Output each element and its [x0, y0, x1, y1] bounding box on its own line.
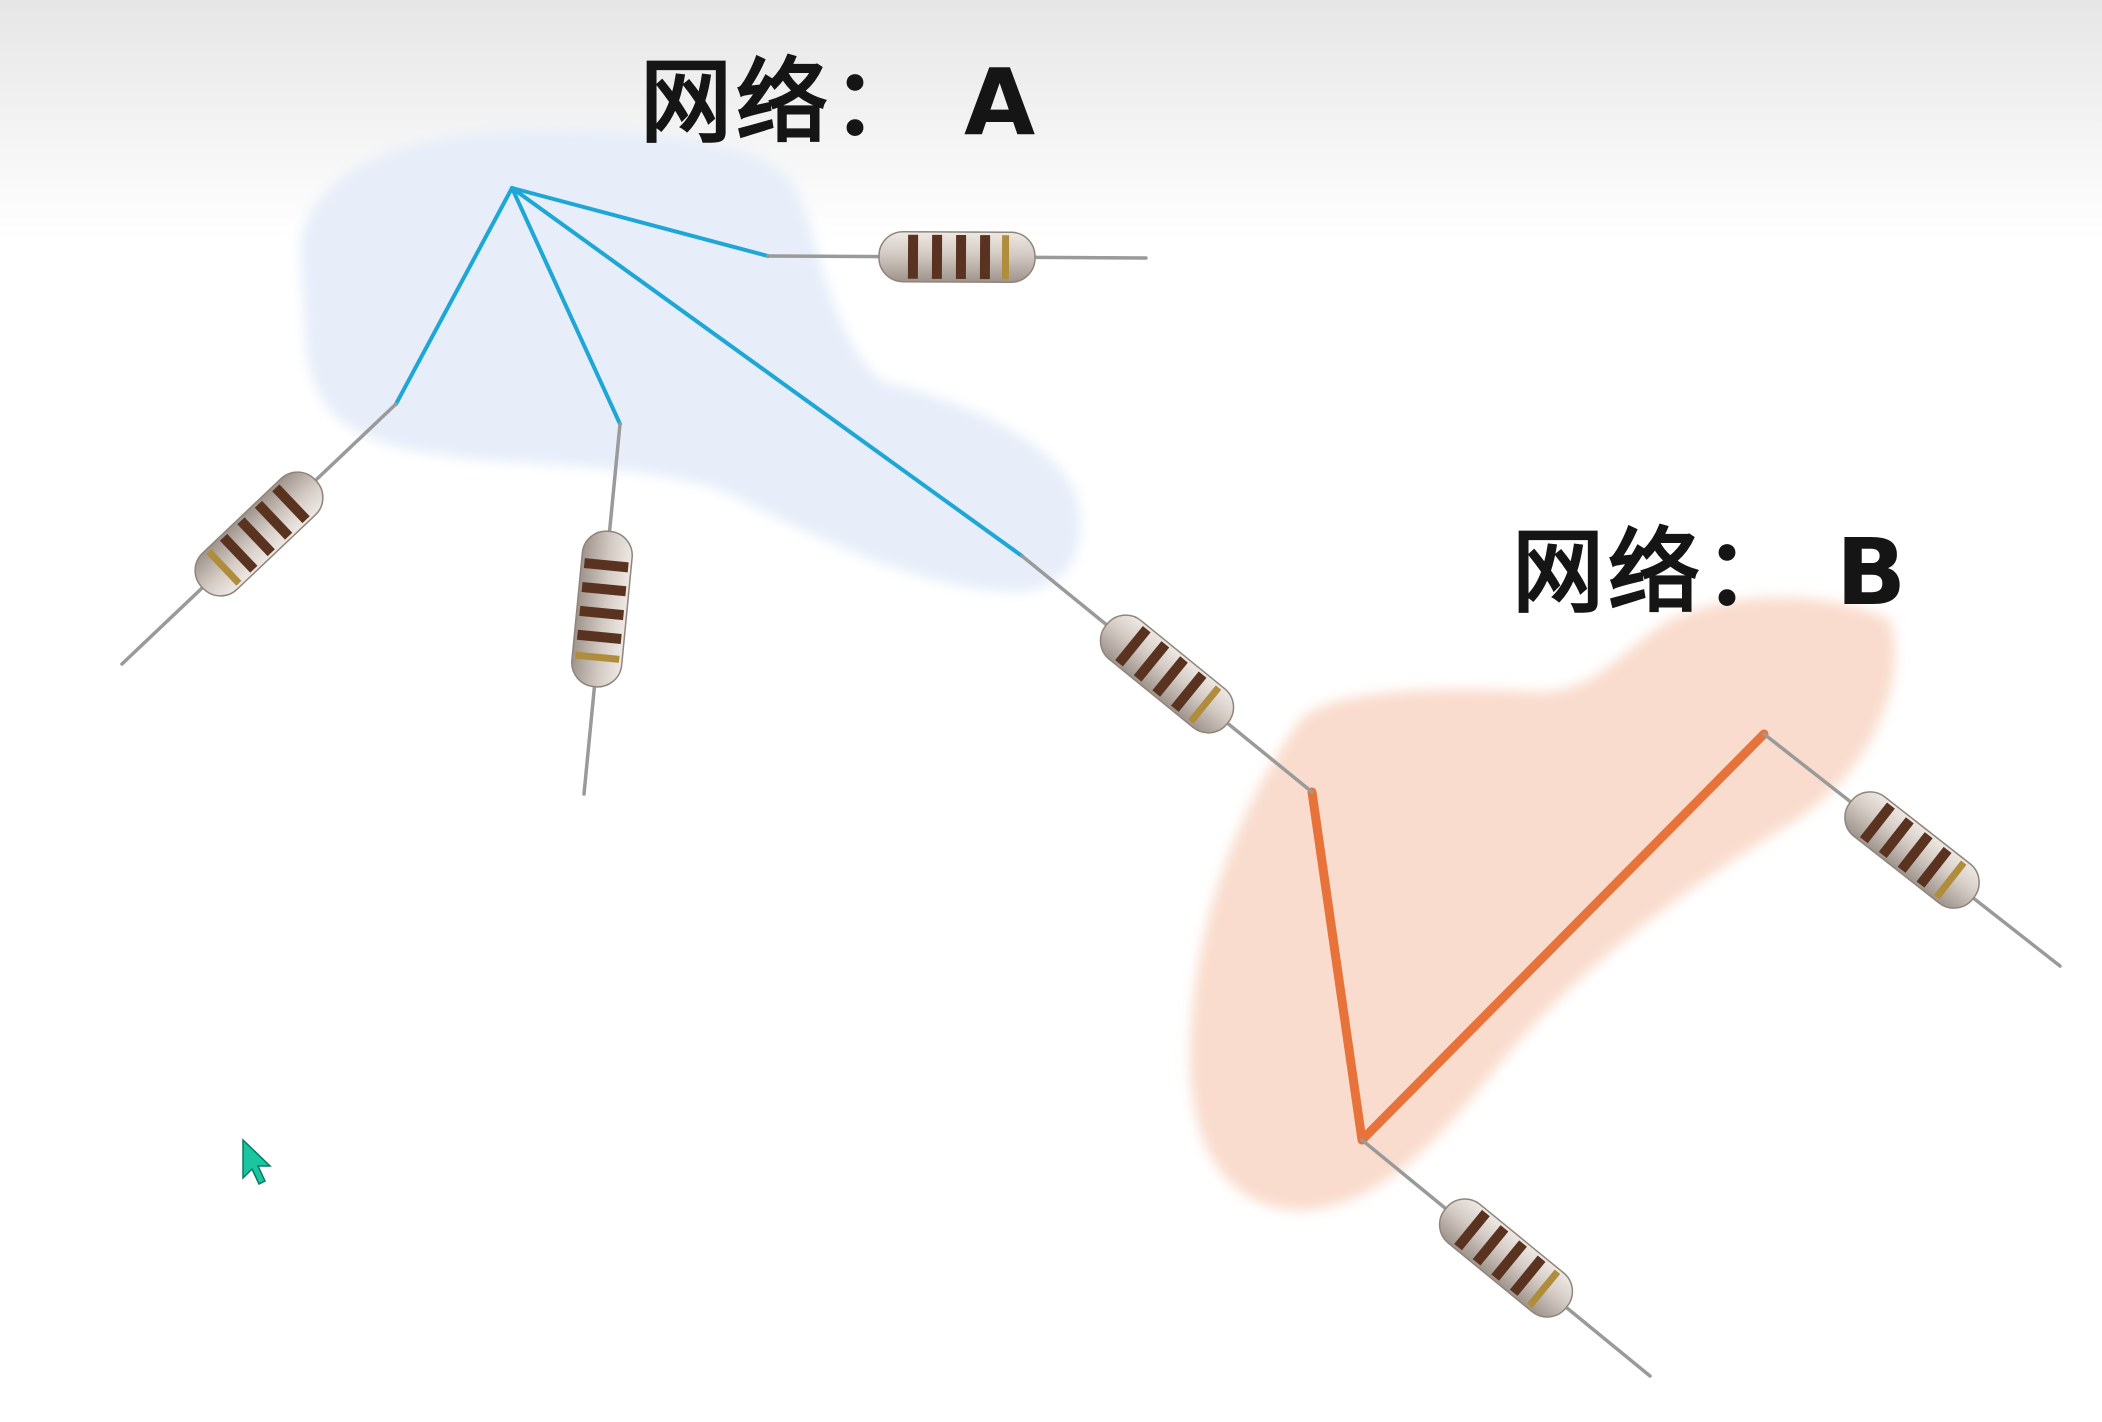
resistor-b1-band: [1878, 817, 1914, 859]
net-a-wire-2: [394, 186, 514, 406]
resistor-a1: [766, 230, 1148, 284]
resistor-b2-band: [1526, 1269, 1561, 1308]
network-a-wires: [394, 186, 1024, 558]
resistor-b1-band: [1859, 802, 1895, 844]
resistor-a4-band: [1152, 656, 1188, 697]
network-b-region: [1190, 597, 1896, 1211]
resistor-b2-band: [1472, 1225, 1509, 1266]
resistor-b2-band: [1491, 1240, 1527, 1281]
resistor-b2-band: [1509, 1255, 1546, 1296]
resistor-a4-band: [1188, 685, 1222, 724]
resistors: [120, 230, 2062, 1378]
resistor-b2: [1360, 1138, 1652, 1378]
resistor-b1-band: [1933, 860, 1967, 900]
net-a-wire-3: [510, 186, 622, 426]
resistor-a3-band: [575, 651, 620, 663]
resistor-a1-band: [907, 234, 919, 279]
mouse-cursor-icon: [242, 1138, 272, 1186]
resistor-b2-band: [1454, 1209, 1490, 1251]
resistor-a1-band: [1001, 235, 1010, 280]
resistor-a2-band: [272, 484, 310, 524]
resistor-a3-band: [581, 581, 627, 597]
resistor-b1-band: [1916, 846, 1952, 888]
resistor-a4-band: [1170, 671, 1207, 712]
resistor-a4-band: [1115, 626, 1151, 667]
resistor-a1-band: [931, 234, 943, 279]
net-a-wire-1: [510, 186, 770, 258]
resistor-b1-band: [1897, 832, 1933, 873]
resistor-a2-band: [219, 533, 258, 573]
resistor-a2-band: [206, 549, 242, 586]
resistor-b1: [1762, 732, 2062, 968]
net-a-wire-4: [510, 186, 1024, 558]
resistor-a4: [1020, 554, 1314, 794]
resistor-a2: [120, 402, 398, 666]
network-b-label: 网络： B: [1512, 519, 1911, 626]
resistor-a3-band: [579, 605, 624, 621]
resistor-a2-band: [254, 500, 293, 540]
network-a-label: 网络： A: [640, 49, 1040, 156]
resistor-a3: [571, 422, 633, 796]
resistor-a3-band: [583, 558, 629, 573]
resistor-a2-band: [237, 517, 275, 557]
resistor-a4-band: [1133, 641, 1170, 682]
resistor-a1-band: [955, 234, 967, 280]
resistor-a1-band: [979, 235, 991, 280]
network-a-region: [300, 129, 1081, 593]
resistor-a3-band: [576, 629, 622, 644]
